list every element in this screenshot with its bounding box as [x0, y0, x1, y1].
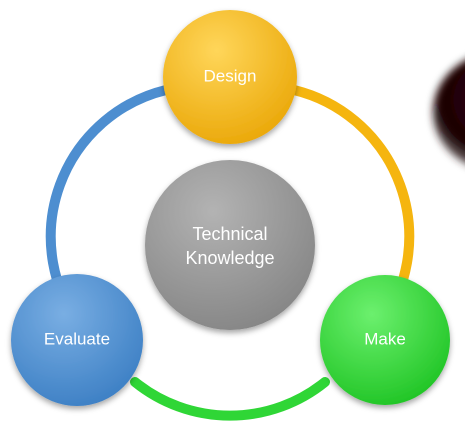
arc-make-to-evaluate: [130, 377, 330, 421]
design-circle: [163, 10, 297, 144]
design-label: Design: [204, 66, 257, 85]
evaluate-node: Evaluate: [11, 274, 143, 406]
make-circle: [320, 275, 450, 405]
center-circle: [145, 160, 315, 330]
make-label: Make: [364, 329, 406, 348]
center-label-line2: Knowledge: [185, 248, 274, 268]
dark-blurred-shape: [433, 60, 465, 164]
center-label-line1: Technical: [192, 224, 267, 244]
make-node: Make: [320, 275, 450, 405]
center-node: Technical Knowledge: [145, 160, 315, 330]
evaluate-label: Evaluate: [44, 329, 110, 348]
evaluate-circle: [11, 274, 143, 406]
design-node: Design: [163, 10, 297, 144]
